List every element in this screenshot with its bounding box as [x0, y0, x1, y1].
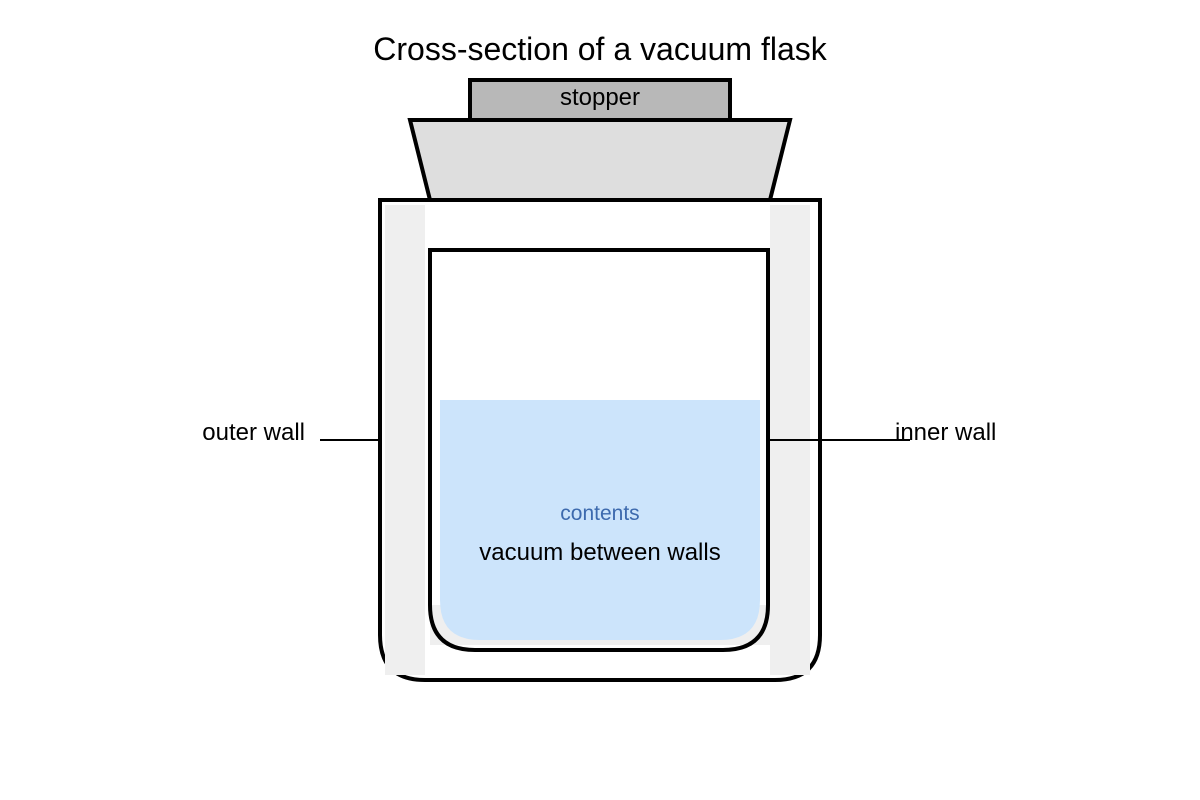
diagram-title: Cross-section of a vacuum flask: [373, 31, 828, 67]
contents-label: contents: [560, 502, 639, 525]
vacuum-label: vacuum between walls: [479, 539, 720, 566]
inner-wall: [428, 248, 770, 652]
stopper-label: stopper: [560, 84, 640, 111]
stopper-neck: [407, 118, 793, 202]
outer-wall-label: outer wall: [202, 419, 305, 446]
inner-wall-label: inner wall: [895, 419, 996, 446]
vacuum-gap-left: [385, 205, 425, 675]
contents-liquid: [440, 400, 760, 640]
stopper: [468, 78, 732, 122]
